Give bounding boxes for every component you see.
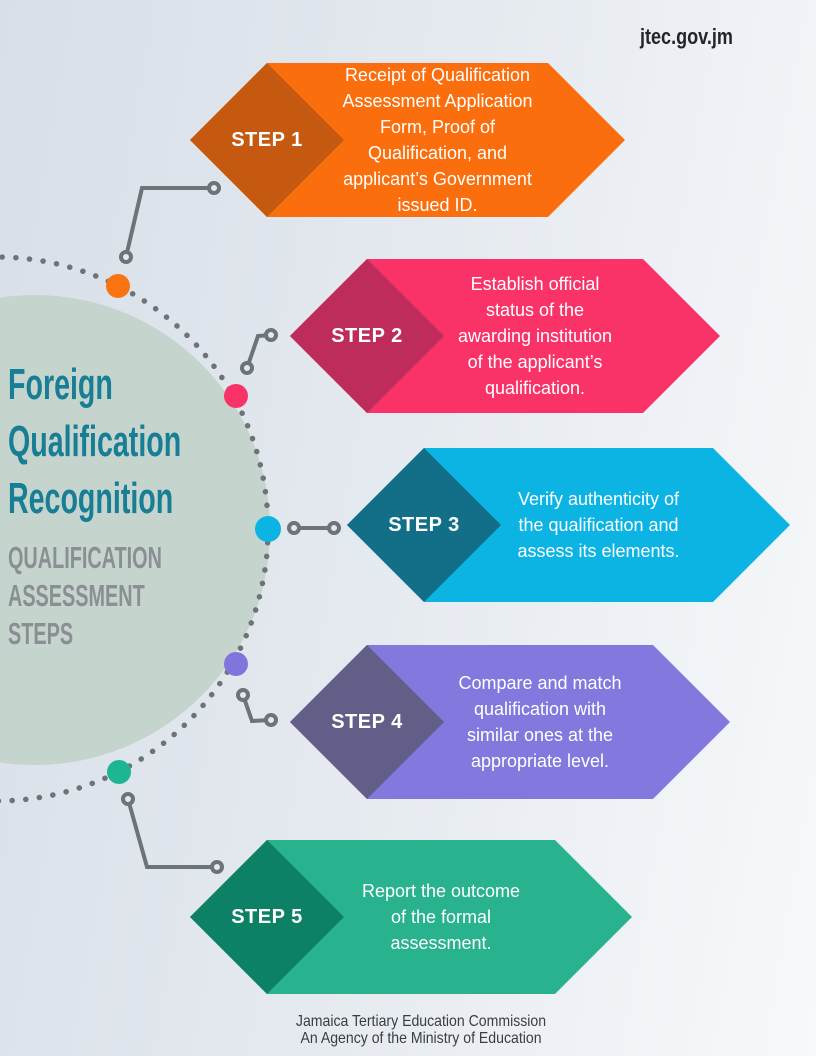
title-line-2: Qualification: [8, 417, 182, 466]
step-2-banner: STEP 2 Establish official status of the …: [290, 259, 720, 413]
title-line-1: Foreign: [8, 360, 113, 409]
footer-line-2: An Agency of the Ministry of Education: [300, 1030, 542, 1047]
connector-node: [207, 181, 221, 195]
step-1-label: STEP 1: [231, 128, 303, 151]
footer-line-1: Jamaica Tertiary Education Commission: [295, 1013, 547, 1030]
connector-node: [210, 860, 224, 874]
step-1-description: Receipt of Qualification Assessment Appl…: [342, 65, 533, 215]
subtitle-line-2: ASSESSMENT: [8, 578, 145, 613]
step-3-milestone-dot: [255, 516, 281, 542]
step-4-milestone-dot: [224, 652, 248, 676]
step-2-label: STEP 2: [331, 324, 403, 347]
site-url: jtec.gov.jm: [640, 24, 733, 49]
step-1-banner: STEP 1 Receipt of Qualification Assessme…: [190, 63, 625, 217]
step-1-milestone-dot: [106, 274, 130, 298]
connector-step-1: [119, 181, 221, 264]
dotted-timeline-arc: [0, 254, 271, 804]
step-4-description: Compare and match qualification with sim…: [458, 673, 622, 771]
step-5-description: Report the outcome of the formal assessm…: [361, 881, 521, 953]
connector-step-3: [287, 521, 341, 535]
connector-node: [264, 328, 278, 342]
title-line-3: Recognition: [8, 474, 174, 523]
step-2-description: Establish official status of the awardin…: [457, 274, 613, 398]
connector-node: [264, 713, 278, 727]
connector-node: [119, 250, 133, 264]
step-5-banner: STEP 5 Report the outcome of the formal …: [190, 840, 632, 994]
connector-node: [121, 792, 135, 806]
footer: Jamaica Tertiary Education Commission An…: [245, 1013, 597, 1047]
connector-step-4: [236, 688, 278, 727]
step-3-label: STEP 3: [388, 513, 460, 536]
step-2-milestone-dot: [224, 384, 248, 408]
step-4-banner: STEP 4 Compare and match qualification w…: [290, 645, 730, 799]
step-3-description: Verify authenticity of the qualification…: [517, 489, 680, 561]
subtitle-line-3: STEPS: [8, 616, 74, 651]
connector-node: [327, 521, 341, 535]
connector-node: [287, 521, 301, 535]
connector-step-2: [240, 328, 278, 375]
subtitle-line-1: QUALIFICATION: [8, 540, 162, 575]
step-4-label: STEP 4: [331, 710, 403, 733]
step-5-milestone-dot: [107, 760, 131, 784]
step-3-banner: STEP 3 Verify authenticity of the qualif…: [347, 448, 790, 602]
connector-step-5: [121, 792, 224, 874]
step-5-label: STEP 5: [231, 905, 303, 928]
connector-node: [240, 361, 254, 375]
page-subtitle: QUALIFICATION ASSESSMENT STEPS: [8, 539, 249, 653]
connector-node: [236, 688, 250, 702]
page-title: Foreign Qualification Recognition: [8, 356, 274, 527]
